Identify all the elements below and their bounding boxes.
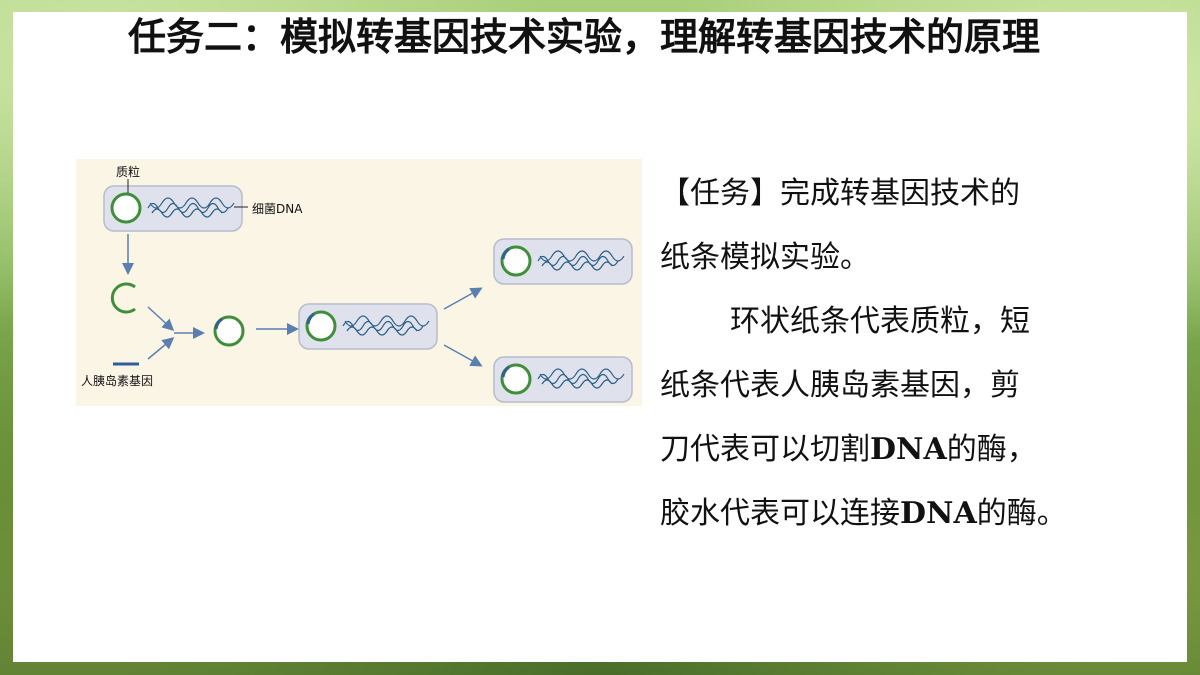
bacterial-dna-coil: [147, 197, 235, 218]
slide: 任务二：模拟转基因技术实验，理解转基因技术的原理: [13, 12, 1187, 662]
text-line-6a: 胶水代表可以连接: [660, 496, 900, 531]
transgenic-diagram: 质粒 细菌DNA 人胰岛素基因: [76, 159, 642, 406]
text-line-5c: 的酶，: [946, 432, 1037, 467]
bacterium-right-top: [493, 238, 633, 285]
bacterium-middle: [298, 303, 438, 350]
bacterium-top: [103, 185, 248, 232]
text-line-5-dna: DNA: [870, 432, 947, 467]
text-line-5a: 刀代表可以切割: [660, 432, 870, 467]
arrow-converge-1: [147, 306, 175, 332]
text-line-4: 纸条代表人胰岛素基因，剪: [660, 368, 1020, 403]
text-line-2: 纸条模拟实验。: [660, 240, 870, 275]
arrow-converge-2: [147, 337, 175, 360]
text-line-6c: 的酶。: [976, 496, 1067, 531]
plasmid-ring: [110, 192, 142, 224]
slide-title: 任务二：模拟转基因技术实验，理解转基因技术的原理: [128, 15, 1041, 59]
text-line-5: 刀代表可以切割DNA的酶，: [660, 418, 1100, 482]
text-line-6-dna: DNA: [900, 496, 977, 531]
task-description: 【任务】完成转基因技术的 纸条模拟实验。 环状纸条代表质粒，短 纸条代表人胰岛素…: [660, 162, 1100, 546]
arrow-divide-up: [443, 287, 483, 310]
text-line-1: 【任务】完成转基因技术的: [660, 176, 1020, 211]
arrow-divide-down: [443, 344, 483, 367]
bacterium-right-bottom: [493, 356, 633, 403]
text-line-3: 环状纸条代表质粒，短: [730, 304, 1030, 339]
diagram-svg: [103, 179, 633, 403]
recombinant-plasmid: [213, 315, 245, 347]
label-plasmid: 质粒: [116, 165, 141, 179]
label-insulin-gene: 人胰岛素基因: [81, 374, 154, 388]
cut-plasmid: [110, 282, 136, 314]
label-bacterial-dna: 细菌DNA: [252, 202, 303, 216]
text-line-6: 胶水代表可以连接DNA的酶。: [660, 482, 1100, 546]
